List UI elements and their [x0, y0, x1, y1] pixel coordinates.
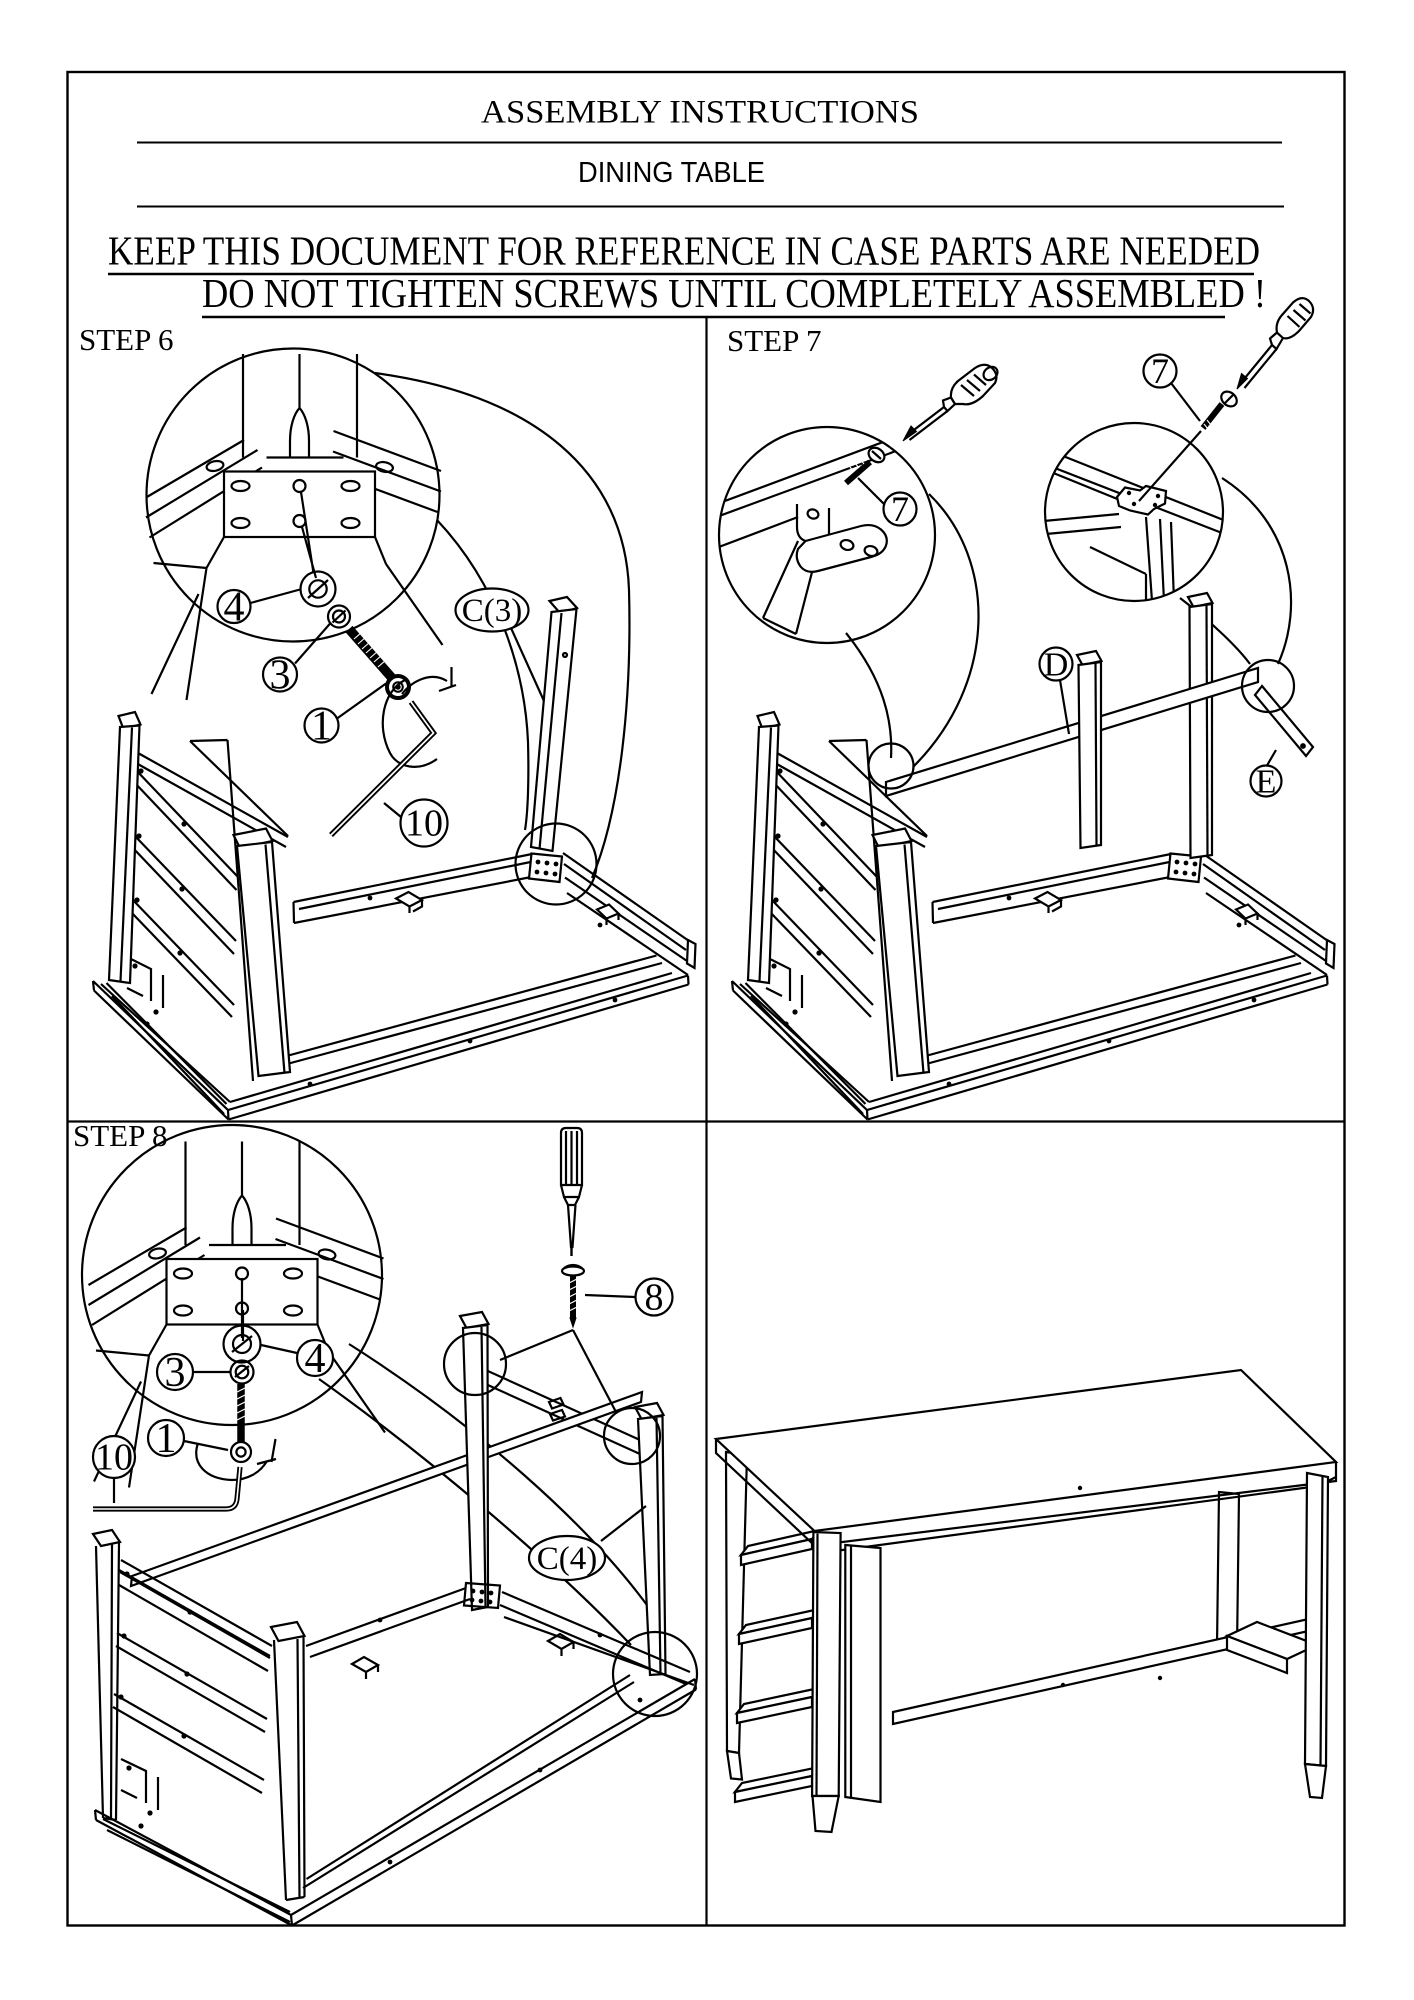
svg-text:4: 4: [224, 585, 245, 631]
svg-text:DO NOT TIGHTEN SCREWS UNTIL CO: DO NOT TIGHTEN SCREWS UNTIL COMPLETELY A…: [202, 270, 1266, 316]
svg-text:C(4): C(4): [537, 1541, 598, 1577]
svg-text:8: 8: [645, 1277, 664, 1319]
svg-text:7: 7: [891, 489, 909, 529]
svg-text:3: 3: [165, 1350, 186, 1396]
svg-text:E: E: [1256, 764, 1277, 801]
svg-text:7: 7: [1151, 351, 1169, 391]
svg-text:STEP 6: STEP 6: [79, 322, 173, 357]
svg-text:C(3): C(3): [462, 593, 523, 629]
svg-text:D: D: [1044, 647, 1069, 684]
svg-text:10: 10: [95, 1437, 133, 1479]
svg-text:10: 10: [405, 803, 443, 845]
svg-text:STEP 7: STEP 7: [727, 323, 821, 358]
svg-text:DINING TABLE: DINING TABLE: [578, 157, 765, 189]
svg-text:ASSEMBLY INSTRUCTIONS: ASSEMBLY INSTRUCTIONS: [481, 95, 919, 131]
svg-text:3: 3: [270, 653, 291, 699]
svg-text:1: 1: [311, 704, 332, 750]
svg-text:KEEP THIS DOCUMENT FOR REFEREN: KEEP THIS DOCUMENT FOR REFERENCE IN CASE…: [108, 228, 1260, 274]
svg-text:4: 4: [305, 1336, 326, 1382]
svg-text:1: 1: [156, 1416, 177, 1462]
